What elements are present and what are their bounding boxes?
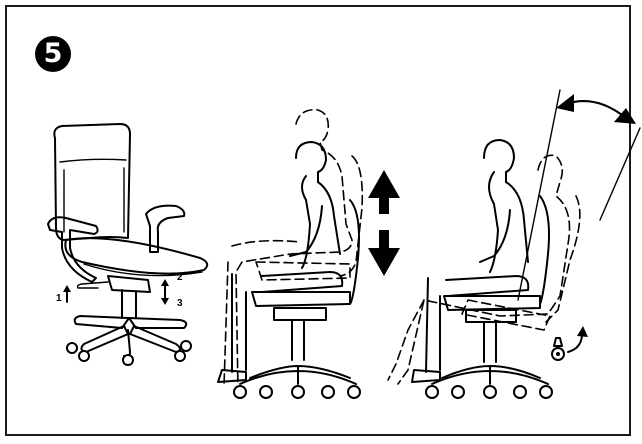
chair-base-profile xyxy=(240,366,356,384)
upright-figure-thigh xyxy=(446,276,528,296)
lever-arrow-head-up xyxy=(161,279,169,286)
tension-knob-arrow-head xyxy=(577,326,588,337)
backrest-inner-edge xyxy=(64,168,124,232)
caster-wheel xyxy=(292,386,304,398)
reclined-chair-back xyxy=(546,196,580,322)
chair-mechanism xyxy=(108,276,150,292)
chair-seat-profile xyxy=(252,292,350,306)
lever-3-label: 3 xyxy=(177,298,183,309)
lever-arrow-head-down xyxy=(161,298,169,305)
height-arrow-down xyxy=(368,230,400,276)
tension-knob-arrow xyxy=(568,334,582,352)
caster-wheel xyxy=(79,351,89,361)
tilt-adjustment-illustration xyxy=(388,90,640,398)
tilt-reference-line xyxy=(600,128,640,220)
tilt-arrow-head-right xyxy=(614,108,636,124)
caster-wheel xyxy=(260,386,272,398)
tilt-angle-arc xyxy=(566,101,626,118)
tilt-reference-line xyxy=(518,90,560,300)
caster-wheel xyxy=(322,386,334,398)
chair-seat xyxy=(65,238,207,273)
chair-column-right xyxy=(466,310,516,362)
lever-2-label: 2 xyxy=(177,272,183,283)
seated-figure-torso xyxy=(302,176,340,268)
caster-wheel xyxy=(348,386,360,398)
caster-wheel xyxy=(181,341,191,351)
reclined-chair-seat xyxy=(462,300,550,330)
lever-1-label: 1 xyxy=(56,293,62,304)
tension-knob-icon xyxy=(552,338,564,360)
reclined-leg xyxy=(388,300,424,380)
upright-figure-head xyxy=(484,140,514,182)
lever-1-handle xyxy=(78,282,109,288)
caster-wheel xyxy=(452,386,464,398)
caster-wheel xyxy=(175,351,185,361)
raised-figure-outline xyxy=(236,110,352,390)
seated-figure-shin xyxy=(218,274,246,382)
office-chair-illustration: 1 2 3 xyxy=(48,124,207,365)
upright-figure-shin xyxy=(412,278,440,382)
caster-wheel xyxy=(67,343,77,353)
seated-figure-arm xyxy=(290,206,322,256)
backrest-top-pad xyxy=(60,159,126,162)
lever-1-arrow-head xyxy=(63,285,71,292)
caster-wheel xyxy=(514,386,526,398)
chair-base-right xyxy=(432,366,548,384)
caster-wheel xyxy=(123,355,133,365)
chair-column xyxy=(274,308,326,360)
chair-star-base xyxy=(75,316,187,357)
height-adjustment-illustration xyxy=(218,110,400,398)
caster-wheel xyxy=(426,386,438,398)
caster-wheel xyxy=(484,386,496,398)
height-arrow-up xyxy=(368,170,400,214)
chair-gas-lift xyxy=(122,290,136,318)
upright-figure-arm xyxy=(480,210,510,262)
seated-figure-thigh xyxy=(262,272,342,292)
caster-wheel xyxy=(234,386,246,398)
chair-backrest xyxy=(54,124,130,240)
chair-backrest-upright xyxy=(540,196,549,304)
caster-wheel xyxy=(540,386,552,398)
